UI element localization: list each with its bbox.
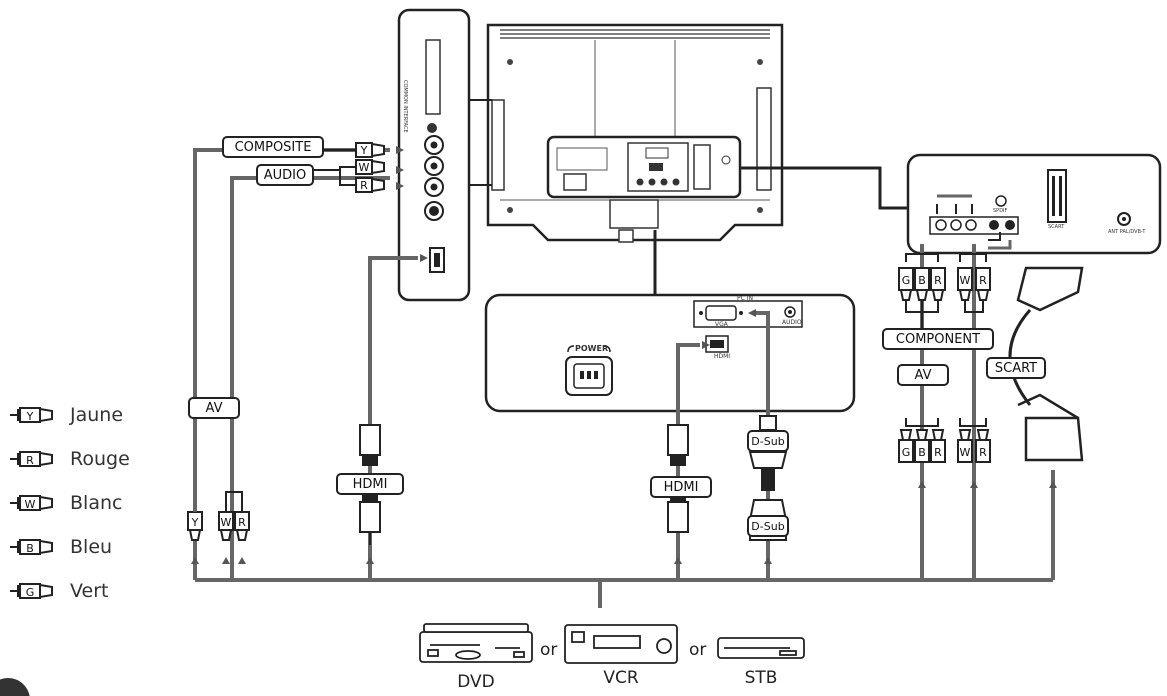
power-port-label: POWER: [575, 344, 609, 353]
plug-composite-y: Y: [355, 142, 385, 158]
plug-audio-r: R: [355, 177, 385, 193]
svg-text:W: W: [960, 274, 971, 287]
rear-io-panel: [740, 153, 1162, 255]
svg-text:G: G: [902, 446, 911, 459]
dsub-bottom-label: D-Sub: [747, 515, 789, 537]
plug-icon: Y: [10, 407, 53, 423]
legend-name: Blanc: [70, 492, 123, 514]
component-top-plugs: G B R: [898, 267, 946, 330]
hdmi-plug-left: [359, 424, 381, 545]
legend-letter: R: [26, 454, 34, 467]
legend-row-w: W Blanc: [8, 488, 122, 518]
svg-text:Y: Y: [360, 144, 368, 157]
audio-label: AUDIO: [256, 164, 314, 186]
vcr-icon: [564, 624, 678, 664]
audio-right-bottom-plugs: W R: [957, 429, 991, 463]
dvd-icon: [419, 623, 533, 663]
svg-text:W: W: [359, 161, 370, 174]
legend-name: Bleu: [70, 536, 113, 558]
power-pc-panel: [484, 230, 856, 413]
av-right-label: AV: [897, 364, 949, 386]
or-label-1: or: [540, 640, 558, 660]
corner-mark: [0, 678, 30, 696]
scart-label: SCART: [986, 357, 1046, 379]
plug-icon: B: [10, 539, 53, 555]
svg-text:R: R: [238, 516, 246, 529]
right-cable-forks: [905, 204, 1001, 427]
legend-row-g: G Vert: [8, 576, 108, 606]
hdmi-plug-mid: [667, 424, 689, 533]
legend-letter: B: [26, 542, 34, 555]
spdif-label: SPDIF: [993, 208, 1008, 214]
component-bottom-plugs: G B R: [898, 429, 946, 463]
scart-port-label: SCART: [1048, 224, 1065, 230]
audio-right-top-plugs: W R: [957, 267, 991, 313]
svg-text:R: R: [934, 274, 942, 287]
svg-text:R: R: [979, 446, 987, 459]
svg-text:R: R: [979, 274, 987, 287]
svg-text:Y: Y: [191, 516, 199, 529]
plug-bottom-left-y: Y: [187, 511, 203, 541]
hdmi-mid-label: HDMI: [650, 476, 712, 498]
legend-name: Vert: [70, 580, 109, 602]
dvd-label: DVD: [457, 672, 495, 692]
pc-in-label: PC IN: [737, 295, 753, 302]
legend-name: Jaune: [70, 404, 124, 426]
svg-text:W: W: [960, 446, 971, 459]
tv-back: [486, 23, 784, 243]
plug-bottom-left-w: W: [218, 511, 234, 541]
vga-label: VGA: [715, 321, 728, 328]
stb-label: STB: [744, 668, 778, 688]
svg-text:R: R: [934, 446, 942, 459]
vcr-label: VCR: [603, 668, 639, 688]
legend-row-b: B Bleu: [8, 532, 112, 562]
dsub-top-label: D-Sub: [747, 430, 789, 452]
scart-cable: [1008, 266, 1084, 462]
hdmi-port-label: HDMI: [714, 353, 731, 360]
legend-letter: G: [26, 586, 35, 599]
plug-icon: G: [10, 583, 53, 599]
plug-bottom-left-r: R: [234, 511, 250, 541]
component-label: COMPONENT: [882, 328, 994, 350]
composite-label: COMPOSITE: [222, 136, 324, 158]
tv-side-panel: [397, 8, 492, 302]
svg-text:B: B: [918, 446, 926, 459]
plug-icon: W: [10, 495, 53, 511]
plug-icon: R: [10, 451, 53, 467]
or-label-2: or: [689, 640, 707, 660]
svg-text:B: B: [918, 274, 926, 287]
audio-port-label: AUDIO: [782, 319, 802, 326]
svg-text:G: G: [902, 274, 911, 287]
svg-text:R: R: [360, 179, 368, 192]
legend-row-y: Y Jaune: [8, 400, 123, 430]
svg-text:W: W: [221, 516, 232, 529]
plug-audio-w: W: [355, 159, 385, 175]
legend-letter: W: [25, 498, 36, 511]
arrowheads: [191, 146, 1057, 564]
legend-name: Rouge: [70, 448, 130, 470]
hdmi-left-label: HDMI: [336, 473, 404, 495]
av-left-label: AV: [188, 397, 240, 419]
ant-label: ANT PAL/DVB-T: [1108, 229, 1146, 235]
legend-row-r: R Rouge: [8, 444, 130, 474]
stb-icon: [717, 637, 805, 659]
legend-letter: Y: [26, 410, 34, 423]
